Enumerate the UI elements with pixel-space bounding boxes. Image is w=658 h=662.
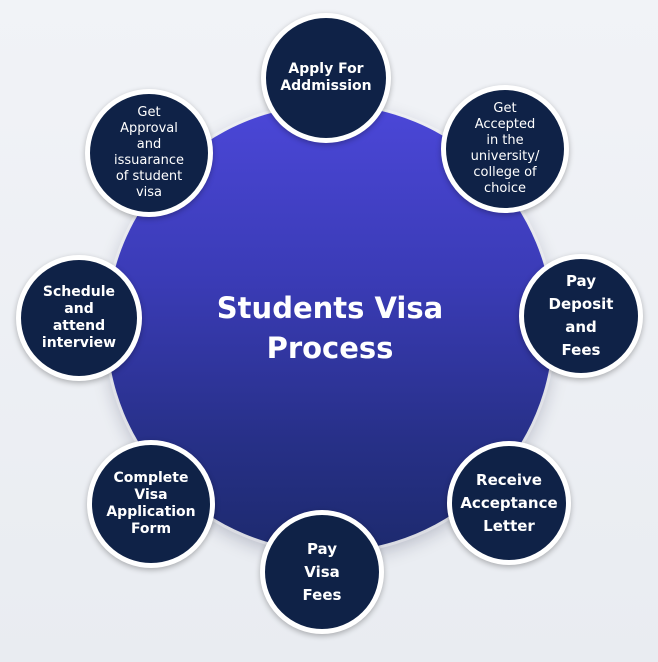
step-complete-application: Complete Visa Application Form (87, 440, 215, 568)
step-label: Complete Visa Application Form (106, 470, 196, 537)
step-label: Receive Acceptance Letter (460, 470, 558, 535)
step-label: Get Accepted in the university/ college … (470, 101, 540, 196)
step-label: Get Approval and issuarance of student v… (113, 105, 185, 200)
hub-title: Students Visa Process (216, 291, 444, 365)
step-schedule-interview: Schedule and attend interview (16, 255, 142, 381)
step-get-accepted: Get Accepted in the university/ college … (441, 85, 569, 213)
step-pay-visa-fees: Pay Visa Fees (260, 510, 384, 634)
step-apply-admission: Apply For Addmission (261, 13, 391, 143)
step-receive-acceptance: Receive Acceptance Letter (447, 441, 571, 565)
step-label: Schedule and attend interview (41, 284, 117, 351)
step-label: Apply For Addmission (280, 61, 372, 94)
step-label: Pay Visa Fees (302, 539, 342, 604)
step-get-approval: Get Approval and issuarance of student v… (85, 89, 213, 217)
step-label: Pay Deposit and Fees (548, 272, 614, 359)
step-pay-deposit: Pay Deposit and Fees (519, 254, 643, 378)
